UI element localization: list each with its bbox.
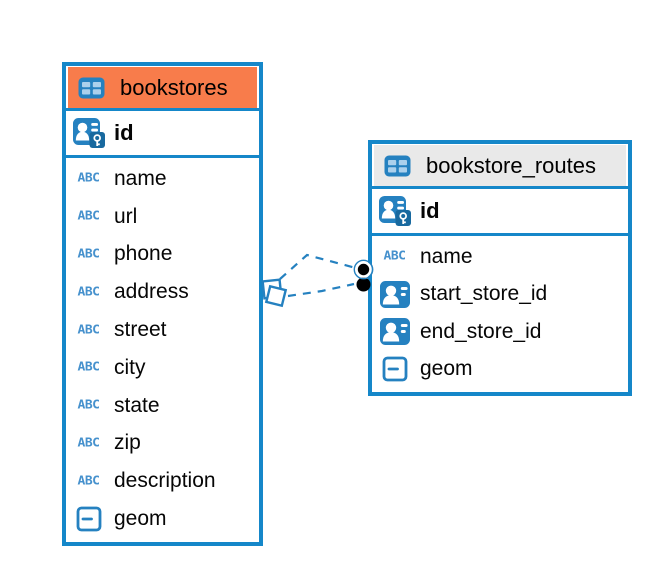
column-start-store-id-row[interactable]: start_store_id (372, 276, 628, 314)
column-phone-row[interactable]: ABC phone (66, 236, 259, 274)
foreign-key-icon (378, 280, 411, 308)
column-name: street (114, 318, 167, 342)
text-type-icon: ABC (77, 398, 100, 413)
column-geom-row[interactable]: geom (66, 500, 259, 538)
table-header-bookstores[interactable]: bookstores (68, 67, 257, 108)
text-type-icon: ABC (77, 360, 100, 375)
header-separator (372, 186, 628, 189)
table-title: bookstores (120, 74, 228, 100)
text-type-icon: ABC (77, 285, 100, 300)
primary-key-icon (72, 118, 105, 148)
table-icon (75, 77, 108, 99)
column-name: state (114, 393, 160, 417)
column-name-row[interactable]: ABC name (372, 238, 628, 276)
table-title: bookstore_routes (426, 152, 596, 178)
geometry-type-icon (72, 506, 105, 532)
table-header-bookstore-routes[interactable]: bookstore_routes (374, 145, 626, 186)
header-separator (66, 108, 259, 111)
column-street-row[interactable]: ABC street (66, 311, 259, 349)
text-type-icon: ABC (77, 247, 100, 262)
relationship-source-symbol (261, 278, 288, 308)
text-type-icon: ABC (77, 209, 100, 224)
column-name: id (114, 120, 134, 145)
column-name: zip (114, 431, 141, 455)
column-name: geom (420, 357, 473, 381)
pk-separator (372, 233, 628, 236)
primary-key-icon (378, 196, 411, 226)
column-list: ABC name ABC url ABC phone ABC address A… (66, 158, 259, 542)
foreign-key-icon (378, 318, 411, 346)
column-zip-row[interactable]: ABC zip (66, 425, 259, 463)
pk-separator (66, 155, 259, 158)
column-city-row[interactable]: ABC city (66, 349, 259, 387)
table-icon (381, 155, 414, 177)
column-address-row[interactable]: ABC address (66, 273, 259, 311)
column-name: id (420, 198, 440, 223)
column-name-row[interactable]: ABC name (66, 160, 259, 198)
column-name: name (420, 244, 473, 268)
column-name: name (114, 166, 167, 190)
column-description-row[interactable]: ABC description (66, 462, 259, 500)
column-state-row[interactable]: ABC state (66, 387, 259, 425)
text-type-icon: ABC (77, 323, 100, 337)
column-name: description (114, 469, 216, 493)
column-list: ABC name start_store_id end_store_id ge (372, 236, 628, 392)
geometry-type-icon (378, 356, 411, 382)
column-url-row[interactable]: ABC url (66, 198, 259, 236)
column-name: url (114, 204, 138, 228)
text-type-icon: ABC (77, 474, 100, 489)
column-id[interactable]: id (66, 111, 259, 155)
text-type-icon: ABC (77, 171, 100, 186)
fk-relationship-line[interactable] (279, 253, 357, 298)
column-id[interactable]: id (372, 189, 628, 233)
column-name: address (114, 280, 189, 304)
table-bookstore-routes[interactable]: bookstore_routes id ABC name start_store… (368, 140, 632, 396)
column-name: end_store_id (420, 319, 542, 343)
text-type-icon: ABC (77, 436, 100, 451)
text-type-icon: ABC (383, 249, 406, 264)
column-name: city (114, 355, 146, 379)
column-name: start_store_id (420, 282, 548, 306)
column-name: phone (114, 242, 173, 266)
column-end-store-id-row[interactable]: end_store_id (372, 313, 628, 351)
table-bookstores[interactable]: bookstores id ABC name ABC url ABC phone (62, 62, 263, 546)
column-name: geom (114, 507, 167, 531)
column-geom-row[interactable]: geom (372, 351, 628, 389)
